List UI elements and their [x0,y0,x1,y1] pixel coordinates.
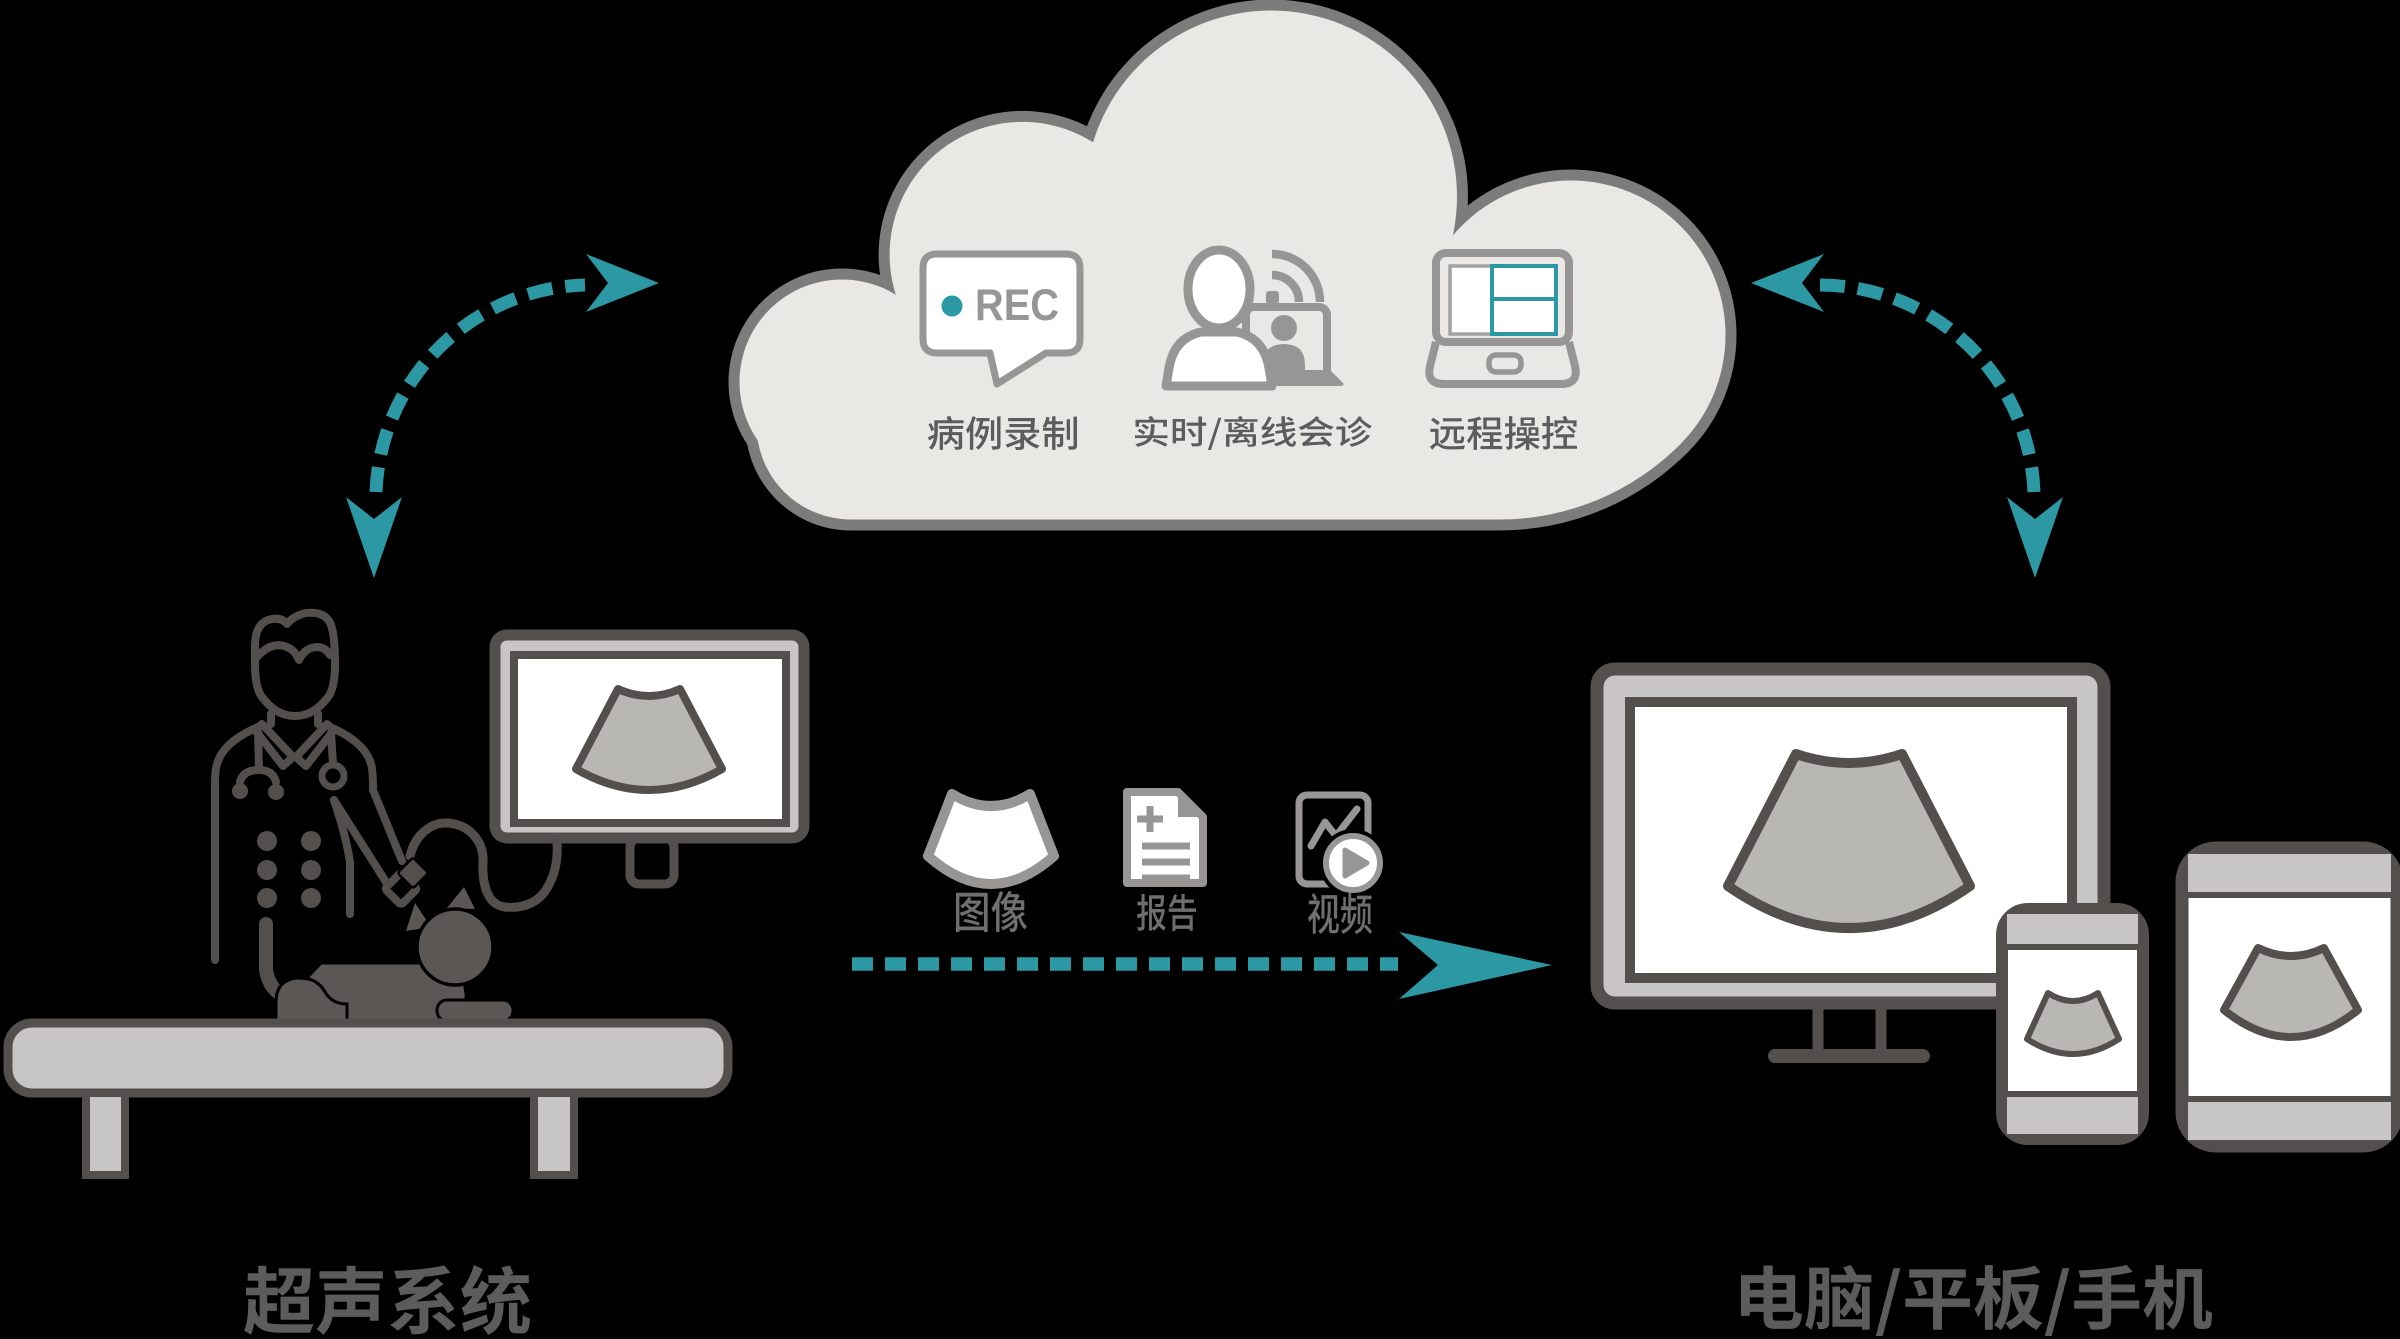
svg-text:REC: REC [975,281,1059,330]
